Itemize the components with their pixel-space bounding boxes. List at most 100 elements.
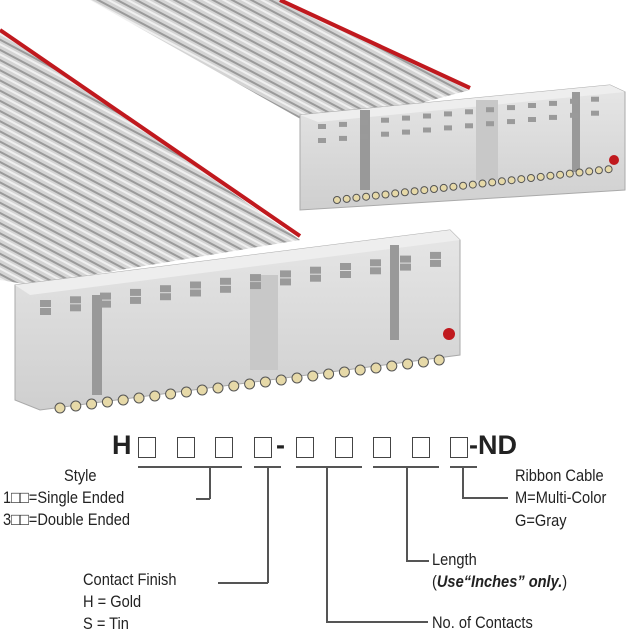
contact-cavity <box>130 296 141 304</box>
contact-pin <box>565 169 574 178</box>
contact-cavity <box>340 271 351 278</box>
contact-cavity <box>423 113 431 119</box>
length-digit-box <box>373 437 391 458</box>
contact-cavity <box>190 289 201 297</box>
contact-cavity <box>220 285 231 293</box>
contact-pin <box>354 364 366 376</box>
style-leader <box>196 498 210 500</box>
contact-pin <box>291 372 303 384</box>
part-number-prefix: H <box>112 430 132 460</box>
contact-cavity <box>310 274 321 282</box>
contact-pin <box>585 167 594 176</box>
contact-pin <box>307 370 319 382</box>
length-note: (Use“Inches” only.) <box>432 572 567 592</box>
contact-pin <box>228 380 240 392</box>
contact-cavity <box>402 129 410 135</box>
contact-cavity <box>528 117 536 122</box>
contact-cavity <box>430 259 441 267</box>
contacts-digit-box <box>296 437 314 458</box>
length-note-close: ) <box>562 572 568 591</box>
contact-pin <box>149 390 161 402</box>
contact-cavity <box>360 119 368 125</box>
front-cable-red-stripe <box>0 28 302 238</box>
contact-cavity <box>423 127 431 133</box>
contact-cavity <box>444 125 452 131</box>
contact-cavity <box>570 98 578 104</box>
contact-pin <box>546 171 555 180</box>
contact-cavity <box>570 112 578 118</box>
contact-cavity <box>220 277 231 285</box>
contact-cavity <box>280 278 291 286</box>
style-digit-box <box>177 437 195 458</box>
contact-cavity <box>318 124 326 129</box>
contact-cavity <box>486 107 494 113</box>
contact-pin <box>594 166 603 175</box>
contact-pin <box>338 366 350 378</box>
length-note-open: ( <box>432 572 437 591</box>
contact-cavity <box>160 293 171 301</box>
style-leader <box>209 466 211 499</box>
contact-pin <box>342 194 351 203</box>
contact-cavity <box>591 96 599 102</box>
contact-pin <box>478 179 487 188</box>
contact-pin <box>507 176 516 185</box>
ribbon-type-box <box>450 437 468 458</box>
contact-pin <box>386 360 398 372</box>
contact-pin <box>497 177 506 186</box>
ribbon-option: G=Gray <box>515 511 567 530</box>
contact-cavity <box>381 131 389 137</box>
part-number-dash: - <box>276 430 285 460</box>
contact-pin <box>449 182 458 191</box>
contact-finish-box <box>254 437 272 458</box>
contacts-leader <box>326 466 328 622</box>
length-leader <box>406 466 408 561</box>
style-digit-box <box>138 437 156 458</box>
contact-cavity <box>250 282 261 290</box>
contact-cavity <box>381 117 389 123</box>
contacts-underline <box>296 466 362 468</box>
contact-pin <box>352 193 361 202</box>
contact-pin <box>430 185 438 193</box>
contact-pin <box>488 178 497 187</box>
contact-cavity <box>250 274 261 282</box>
contact-finish-option: S = Tin <box>83 614 129 633</box>
ribbon-cable-assembly-illustration <box>0 0 626 414</box>
contact-cavity <box>549 100 557 106</box>
contact-pin <box>244 378 256 390</box>
length-digit-box <box>412 437 430 458</box>
contact-pin <box>400 188 409 197</box>
contact-pin <box>117 394 129 406</box>
contact-cavity <box>402 115 410 121</box>
style-digit-box <box>215 437 233 458</box>
contact-cavity <box>370 267 381 275</box>
contact-cavity <box>370 259 381 267</box>
contact-cavity <box>591 110 599 116</box>
contact-pin <box>101 396 113 408</box>
contact-cavity <box>339 121 347 127</box>
contact-pin <box>417 356 429 368</box>
contacts-digit-box <box>335 437 353 458</box>
contact-pin <box>362 192 371 201</box>
contact-cavity <box>444 111 452 117</box>
length-title: Length <box>432 550 477 569</box>
contact-pin <box>133 392 145 404</box>
contact-cavity <box>507 119 515 125</box>
contact-pin <box>86 398 98 410</box>
contacts-title: No. of Contacts <box>432 613 533 632</box>
contact-pin <box>54 402 66 414</box>
contact-pin <box>391 189 400 198</box>
contact-cavity <box>430 251 441 259</box>
contact-cavity <box>190 281 201 289</box>
contact-pin <box>410 187 419 196</box>
style-underline <box>138 466 242 468</box>
ribbon-leader <box>462 497 508 499</box>
contact-pin <box>402 358 414 370</box>
contact-pin <box>527 174 535 182</box>
length-leader <box>406 560 429 562</box>
contact-cavity <box>400 263 411 271</box>
contact-pin <box>536 172 545 181</box>
contact-cavity <box>339 135 347 141</box>
contact-cavity <box>70 296 81 304</box>
contact-pin <box>517 175 526 184</box>
